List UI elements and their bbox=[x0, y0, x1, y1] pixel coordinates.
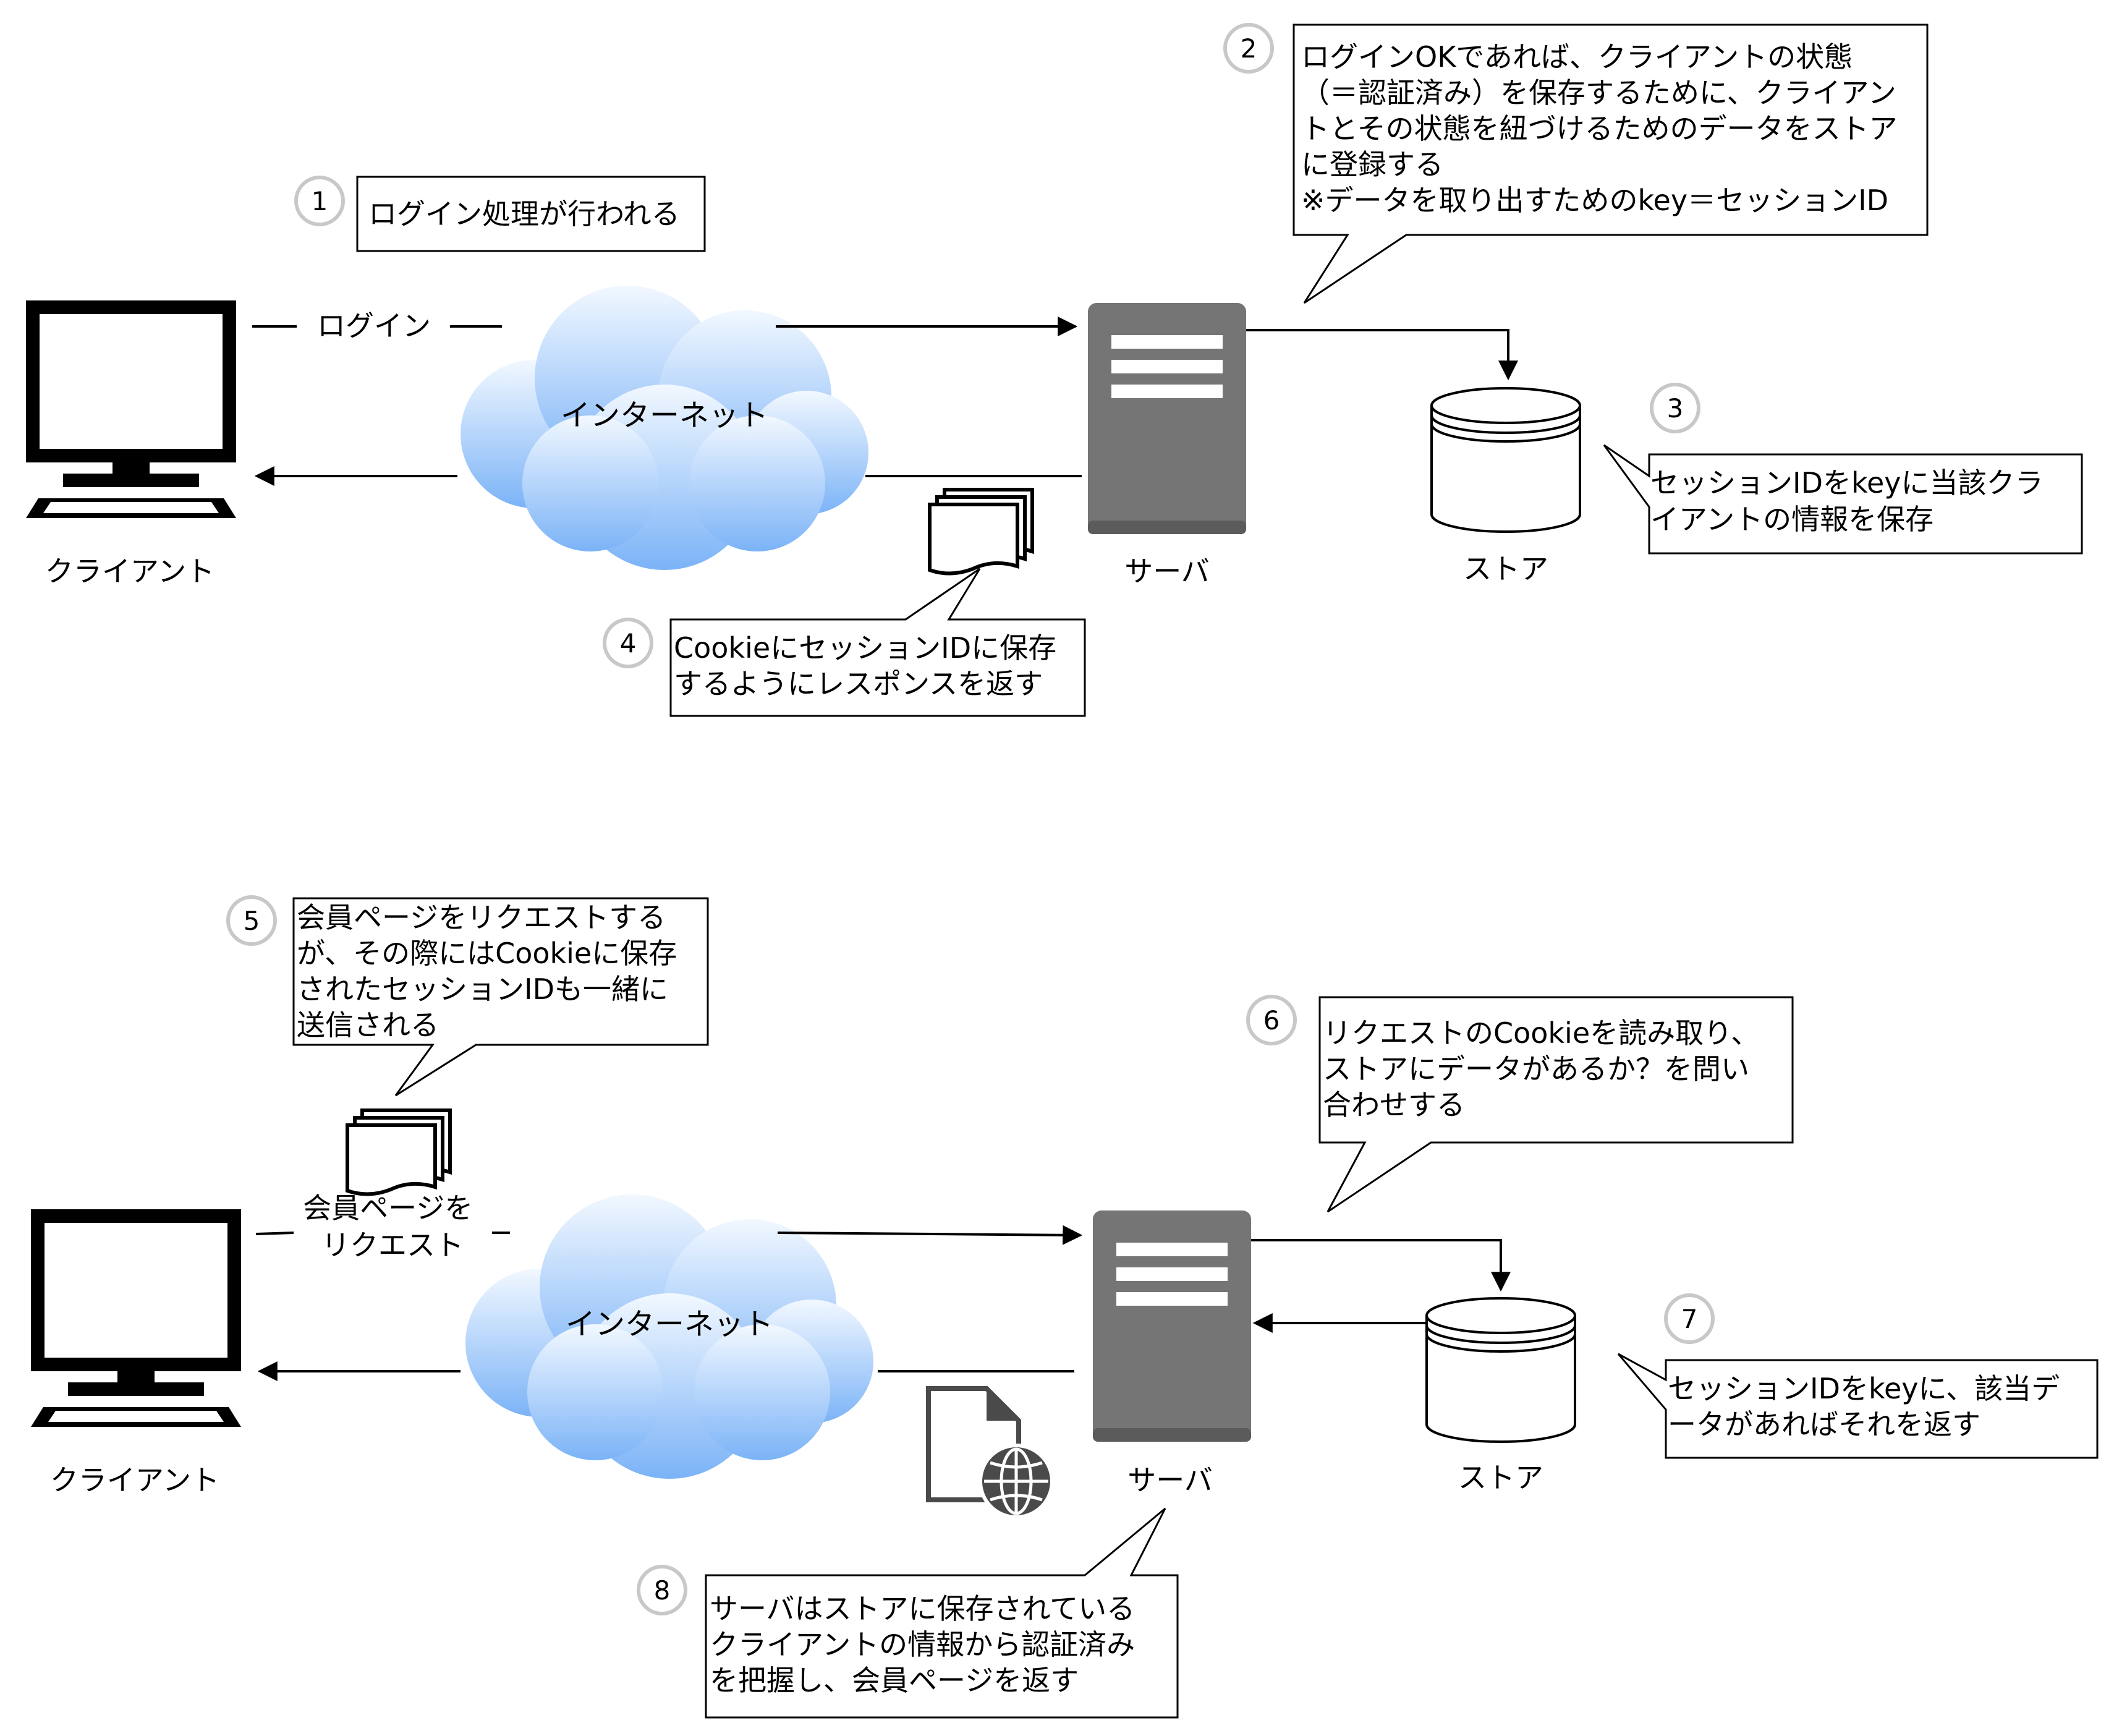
step-number: 1 bbox=[312, 186, 328, 216]
database-cylinder-icon bbox=[1430, 387, 1581, 533]
store-query-arrow bbox=[1251, 1239, 1511, 1292]
step-5: 5 会員ページをリクエストする が、その際にはCookieに保存 されたセッショ… bbox=[226, 895, 709, 1097]
step-badge bbox=[1664, 1293, 1715, 1344]
database-cylinder-icon bbox=[1425, 1297, 1576, 1443]
step-8-text: サーバはストアに保存されている クライアントの情報から認証済み を把握し、会員ペ… bbox=[710, 1592, 1144, 1697]
step-1: 1 ログイン処理が行われる bbox=[294, 176, 706, 252]
step-3-text: セッションIDをkeyに当該クラ イアントの情報を保存 bbox=[1650, 466, 2052, 536]
callout-box bbox=[1293, 23, 1929, 304]
server-label: サーバ bbox=[1127, 1463, 1213, 1497]
step-badge bbox=[637, 1565, 687, 1615]
cloud-label: インターネット bbox=[566, 1307, 773, 1342]
step-badge bbox=[1650, 383, 1700, 433]
step-7-text: セッションIDをkeyに、該当デ ータがあればそれを返す bbox=[1668, 1372, 2069, 1441]
step-badge bbox=[226, 895, 277, 946]
step-5-text: 会員ページをリクエストする が、その際にはCookieに保存 されたセッションI… bbox=[297, 901, 686, 1042]
step-number: 6 bbox=[1263, 1005, 1280, 1036]
step-8: 8 サーバはストアに保存されている クライアントの情報から認証済み を把握し、会… bbox=[637, 1507, 1179, 1719]
callout-box bbox=[1603, 444, 2083, 555]
step-6: 6 リクエストのCookieを読み取り、 ストアにデータがあるか？を問い 合わせ… bbox=[1246, 995, 1794, 1213]
step-1-text: ログイン処理が行われる bbox=[368, 197, 680, 231]
step-2: 2 ログインOKであれば、クライアントの状態 （＝認証済み）を保存するために、ク… bbox=[1223, 23, 1929, 304]
top-section: クライアント ログイン インターネット サーバ bbox=[26, 23, 2083, 717]
login-label: ログイン bbox=[317, 309, 431, 343]
web-page-globe-icon bbox=[926, 1386, 1054, 1519]
server-label: サーバ bbox=[1124, 555, 1210, 588]
request-line-left bbox=[255, 1232, 294, 1235]
step-badge bbox=[603, 618, 653, 668]
step-number: 8 bbox=[654, 1575, 671, 1606]
bottom-section: クライアント インターネット 会員ページを リクエスト bbox=[31, 895, 2099, 1719]
callout-box bbox=[1617, 1353, 2099, 1459]
step-4-text: CookieにセッションIDに保存 するようにレスポンスを返す bbox=[674, 631, 1066, 700]
callout-box bbox=[292, 897, 709, 1097]
callout-box bbox=[1318, 996, 1794, 1213]
step-3: 3 セッションIDをkeyに当該クラ イアントの情報を保存 bbox=[1603, 383, 2083, 555]
step-badge bbox=[294, 176, 345, 226]
document-stack-icon bbox=[928, 488, 1034, 576]
step-number: 5 bbox=[244, 906, 260, 936]
server-icon bbox=[1088, 303, 1246, 534]
step-7: 7 セッションIDをkeyに、該当デ ータがあればそれを返す bbox=[1617, 1293, 2099, 1459]
callout-box bbox=[356, 176, 706, 252]
desktop-computer-icon bbox=[31, 1209, 241, 1427]
server-icon bbox=[1093, 1211, 1251, 1442]
store-label: ストア bbox=[1463, 552, 1548, 585]
step-badge bbox=[1223, 23, 1274, 74]
step-number: 7 bbox=[1681, 1304, 1698, 1334]
cloud-label: インターネット bbox=[561, 398, 768, 433]
client-label: クライアント bbox=[45, 555, 214, 588]
step-6-text: リクエストのCookieを読み取り、 ストアにデータがあるか？を問い 合わせする bbox=[1323, 1016, 1768, 1121]
step-number: 4 bbox=[620, 628, 637, 658]
desktop-computer-icon bbox=[26, 300, 236, 518]
step-number: 2 bbox=[1241, 33, 1257, 64]
request-label-bg bbox=[297, 1188, 488, 1269]
store-write-arrow bbox=[1246, 329, 1518, 381]
client-label: クライアント bbox=[50, 1463, 219, 1497]
request-label: 会員ページを リクエスト bbox=[303, 1191, 482, 1262]
callout-box bbox=[669, 568, 1086, 717]
step-4: 4 CookieにセッションIDに保存 するようにレスポンスを返す bbox=[603, 568, 1086, 717]
callout-box bbox=[705, 1507, 1179, 1719]
document-stack-icon bbox=[346, 1108, 452, 1196]
step-badge bbox=[1246, 995, 1297, 1045]
store-label: ストア bbox=[1458, 1461, 1543, 1494]
request-arrow bbox=[777, 1225, 1083, 1245]
step-number: 3 bbox=[1667, 393, 1684, 423]
step-2-text: ログインOKであれば、クライアントの状態 （＝認証済み）を保存するために、クライ… bbox=[1301, 40, 1906, 217]
